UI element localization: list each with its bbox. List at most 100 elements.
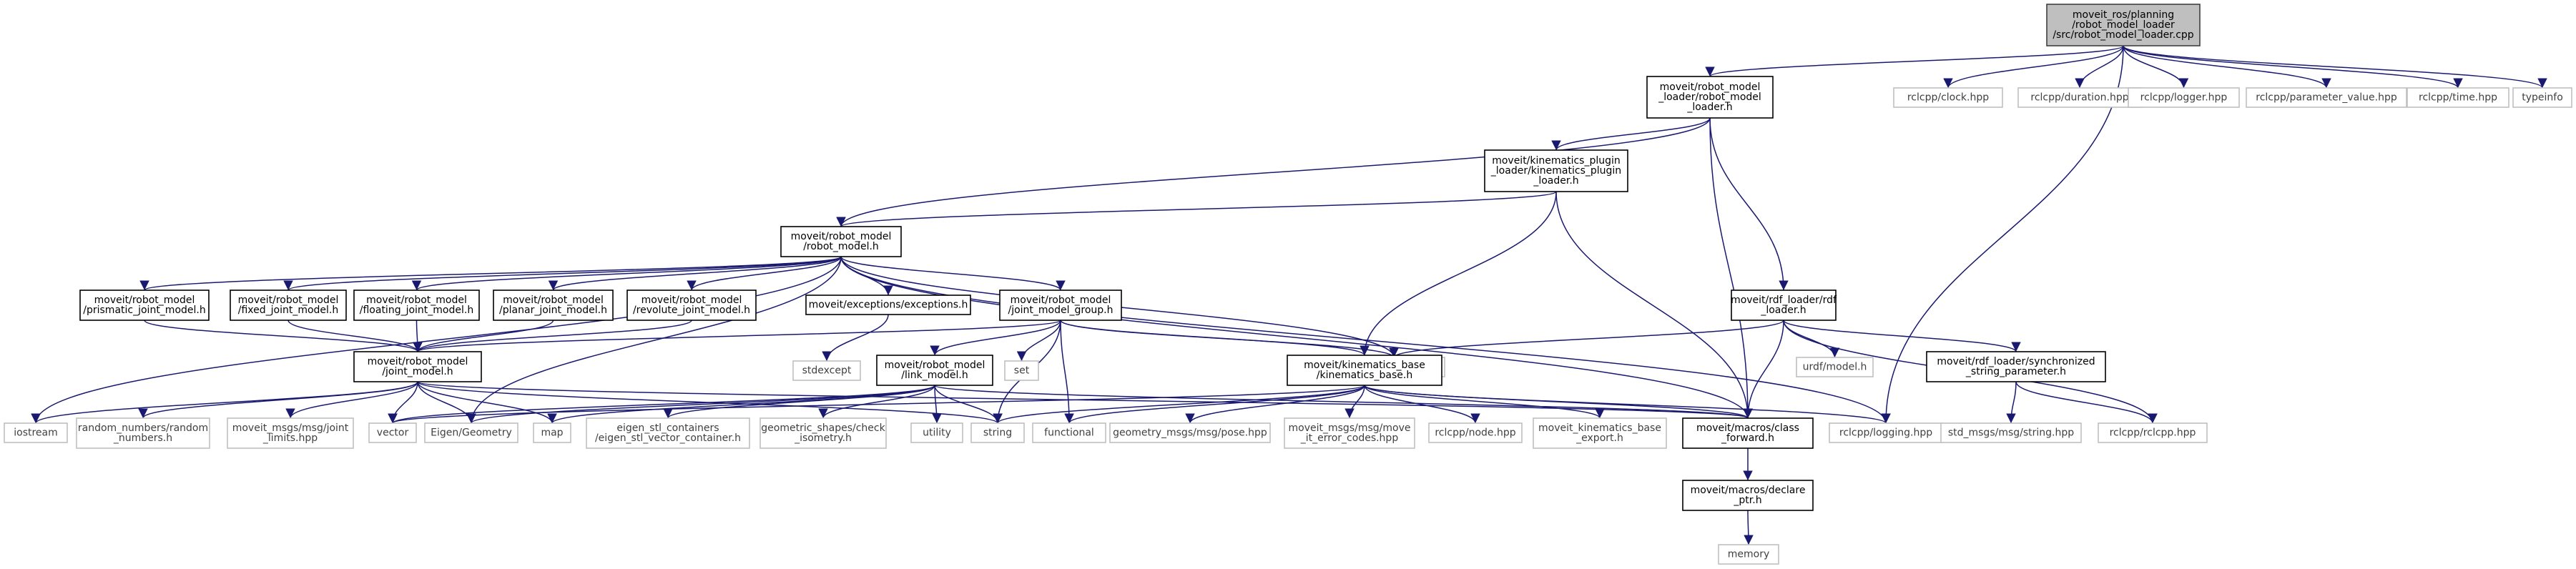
- node-pjm[interactable]: moveit/robot_model/prismatic_joint_model…: [79, 290, 210, 321]
- edge-exc-to-stdexc: [822, 314, 889, 362]
- node-fjm[interactable]: moveit/robot_model/fixed_joint_model.h: [230, 290, 347, 321]
- node-kb-label-line: /kinematics_base.h: [1317, 370, 1412, 381]
- node-typeinfo-box: [2512, 87, 2572, 108]
- node-plm-box: [493, 290, 614, 321]
- node-cfwd-box: [1682, 417, 1814, 449]
- node-paramval: rclcpp/parameter_value.hpp: [2246, 87, 2407, 108]
- edge-rm_h-to-cfwd: [840, 256, 1753, 419]
- node-jmg-label-line: moveit/robot_model: [1011, 295, 1111, 306]
- node-logging-box: [1829, 422, 1943, 443]
- node-jm[interactable]: moveit/robot_model/joint_model.h: [353, 351, 482, 382]
- node-jlim-label-line: _limits.hpp: [262, 432, 318, 444]
- edge-root-to-logging: [1881, 45, 2124, 424]
- node-eigstl-label-line: /eigen_stl_vector_container.h: [595, 432, 741, 444]
- node-plm-label-line: /planar_joint_model.h: [499, 305, 607, 316]
- edges-layer: [31, 45, 2547, 545]
- node-rjm[interactable]: moveit/robot_model/revolute_joint_model.…: [626, 290, 757, 321]
- node-rml_h[interactable]: moveit/robot_model_loader/robot_model_lo…: [1646, 76, 1774, 119]
- node-strmsg-label-line: std_msgs/msg/string.hpp: [1948, 427, 2074, 439]
- node-time: rclcpp/time.hpp: [2407, 87, 2509, 108]
- node-kb[interactable]: moveit/kinematics_base/kinematics_base.h: [1287, 355, 1442, 386]
- node-kpl_h[interactable]: moveit/kinematics_plugin_loader/kinemati…: [1484, 149, 1628, 192]
- edge-lm-to-vector: [388, 385, 935, 424]
- node-rml_h-box: [1646, 76, 1774, 119]
- node-rdf_h[interactable]: moveit/rdf_loader/rdf_loader.h: [1731, 290, 1837, 321]
- node-decl-label-line: moveit/macros/declare: [1691, 485, 1806, 496]
- node-jlim-label-line: moveit_msgs/msg/joint: [232, 422, 349, 434]
- node-flm-box: [353, 290, 480, 321]
- edge-syncp-to-rclcpp: [2015, 381, 2158, 424]
- node-pose: geometry_msgs/msg/pose.hpp: [1109, 422, 1271, 443]
- node-decl[interactable]: moveit/macros/declare_ptr.h: [1682, 480, 1814, 511]
- edge-kb-to-vector: [388, 385, 1365, 424]
- node-rm_h[interactable]: moveit/robot_model/robot_model.h: [780, 226, 902, 257]
- node-lm[interactable]: moveit/robot_model/link_model.h: [876, 355, 993, 386]
- node-rnd: random_numbers/random_numbers.h: [76, 417, 210, 449]
- node-clock-box: [1893, 87, 2003, 108]
- node-jmg[interactable]: moveit/robot_model/joint_model_group.h: [999, 290, 1122, 321]
- node-kb-box: [1287, 355, 1442, 386]
- node-jmg-label-line: /joint_model_group.h: [1008, 305, 1114, 316]
- edge-kb-to-pose: [1185, 385, 1365, 424]
- edge-decl-to-memory: [1744, 510, 1754, 545]
- node-typeinfo: typeinfo: [2512, 87, 2572, 108]
- node-root-label-line: /robot_model_loader: [2072, 19, 2175, 31]
- edge-lm-to-cfwd: [934, 385, 1752, 419]
- node-duration-box: [2017, 87, 2142, 108]
- node-functional-box: [1032, 422, 1106, 443]
- node-node: rclcpp/node.hpp: [1428, 422, 1523, 443]
- node-set: set: [1004, 360, 1039, 381]
- node-decl-label-line: _ptr.h: [1733, 495, 1761, 506]
- edge-lm-to-string: [934, 385, 1003, 424]
- node-syncp-label-line: moveit/rdf_loader/synchronized: [1937, 356, 2095, 367]
- node-kpl_h-label-line: moveit/kinematics_plugin: [1492, 155, 1621, 167]
- node-map-box: [533, 422, 571, 443]
- edge-lm-to-eigstl: [663, 385, 935, 419]
- node-pjm-label-line: moveit/robot_model: [94, 295, 195, 306]
- node-vector-box: [368, 422, 417, 443]
- edge-pjm-to-jm: [144, 320, 423, 352]
- edge-rml_h-to-rm_h: [836, 117, 1711, 227]
- edge-rm_h-to-flm: [412, 256, 842, 291]
- node-paramval-label-line: rclcpp/parameter_value.hpp: [2256, 92, 2397, 104]
- node-moveerr: moveit_msgs/msg/move_it_error_codes.hpp: [1284, 417, 1415, 449]
- node-typeinfo-label-line: typeinfo: [2522, 92, 2563, 104]
- node-rjm-label-line: moveit/robot_model: [641, 295, 742, 306]
- node-rml_h-label-line: _loader.h: [1686, 102, 1732, 113]
- node-exc[interactable]: moveit/exceptions/exceptions.h: [805, 295, 971, 315]
- node-rdf_h-label-line: _loader.h: [1760, 305, 1806, 316]
- node-geoshapes-box: [759, 417, 887, 449]
- node-moveerr-box: [1284, 417, 1415, 449]
- node-strmsg: std_msgs/msg/string.hpp: [1940, 422, 2082, 443]
- node-cfwd[interactable]: moveit/macros/class_forward.h: [1682, 417, 1814, 449]
- node-functional: functional: [1032, 422, 1106, 443]
- edge-jm-to-jlim: [285, 381, 418, 419]
- node-paramval-box: [2246, 87, 2407, 108]
- edge-fjm-to-jm: [287, 320, 423, 352]
- node-root[interactable]: moveit_ros/planning/robot_model_loader/s…: [2046, 4, 2201, 46]
- edge-rm_h-to-logging: [840, 256, 1891, 424]
- edge-root-to-time: [2123, 45, 2463, 89]
- node-geoshapes: geometric_shapes/check_isometry.h: [759, 417, 887, 449]
- node-rm_h-label-line: moveit/robot_model: [791, 231, 892, 242]
- edge-lm-to-geoshapes: [818, 385, 935, 419]
- node-urdf-box: [1796, 357, 1874, 377]
- node-rclcpp-box: [2098, 422, 2208, 443]
- node-eigstl: eigen_stl_containers/eigen_stl_vector_co…: [586, 417, 750, 449]
- node-syncp-box: [1926, 351, 2106, 382]
- node-cfwd-label-line: _forward.h: [1721, 432, 1774, 444]
- node-pjm-label-line: /prismatic_joint_model.h: [83, 305, 205, 316]
- node-root-label-line: moveit_ros/planning: [2073, 9, 2174, 21]
- node-plm[interactable]: moveit/robot_model/planar_joint_model.h: [493, 290, 614, 321]
- node-syncp[interactable]: moveit/rdf_loader/synchronized_string_pa…: [1926, 351, 2106, 382]
- node-jmg-box: [999, 290, 1122, 321]
- node-exc-label-line: moveit/exceptions/exceptions.h: [809, 300, 968, 311]
- node-string-box: [970, 422, 1025, 443]
- node-flm[interactable]: moveit/robot_model/floating_joint_model.…: [353, 290, 480, 321]
- node-functional-label-line: functional: [1044, 427, 1094, 439]
- edge-rm_h-to-fjm: [283, 256, 842, 291]
- edge-jmg-to-set: [1016, 320, 1061, 362]
- edge-rjm-to-jm: [413, 320, 692, 352]
- node-fjm-label-line: moveit/robot_model: [238, 295, 339, 306]
- node-utility-label-line: utility: [923, 427, 951, 439]
